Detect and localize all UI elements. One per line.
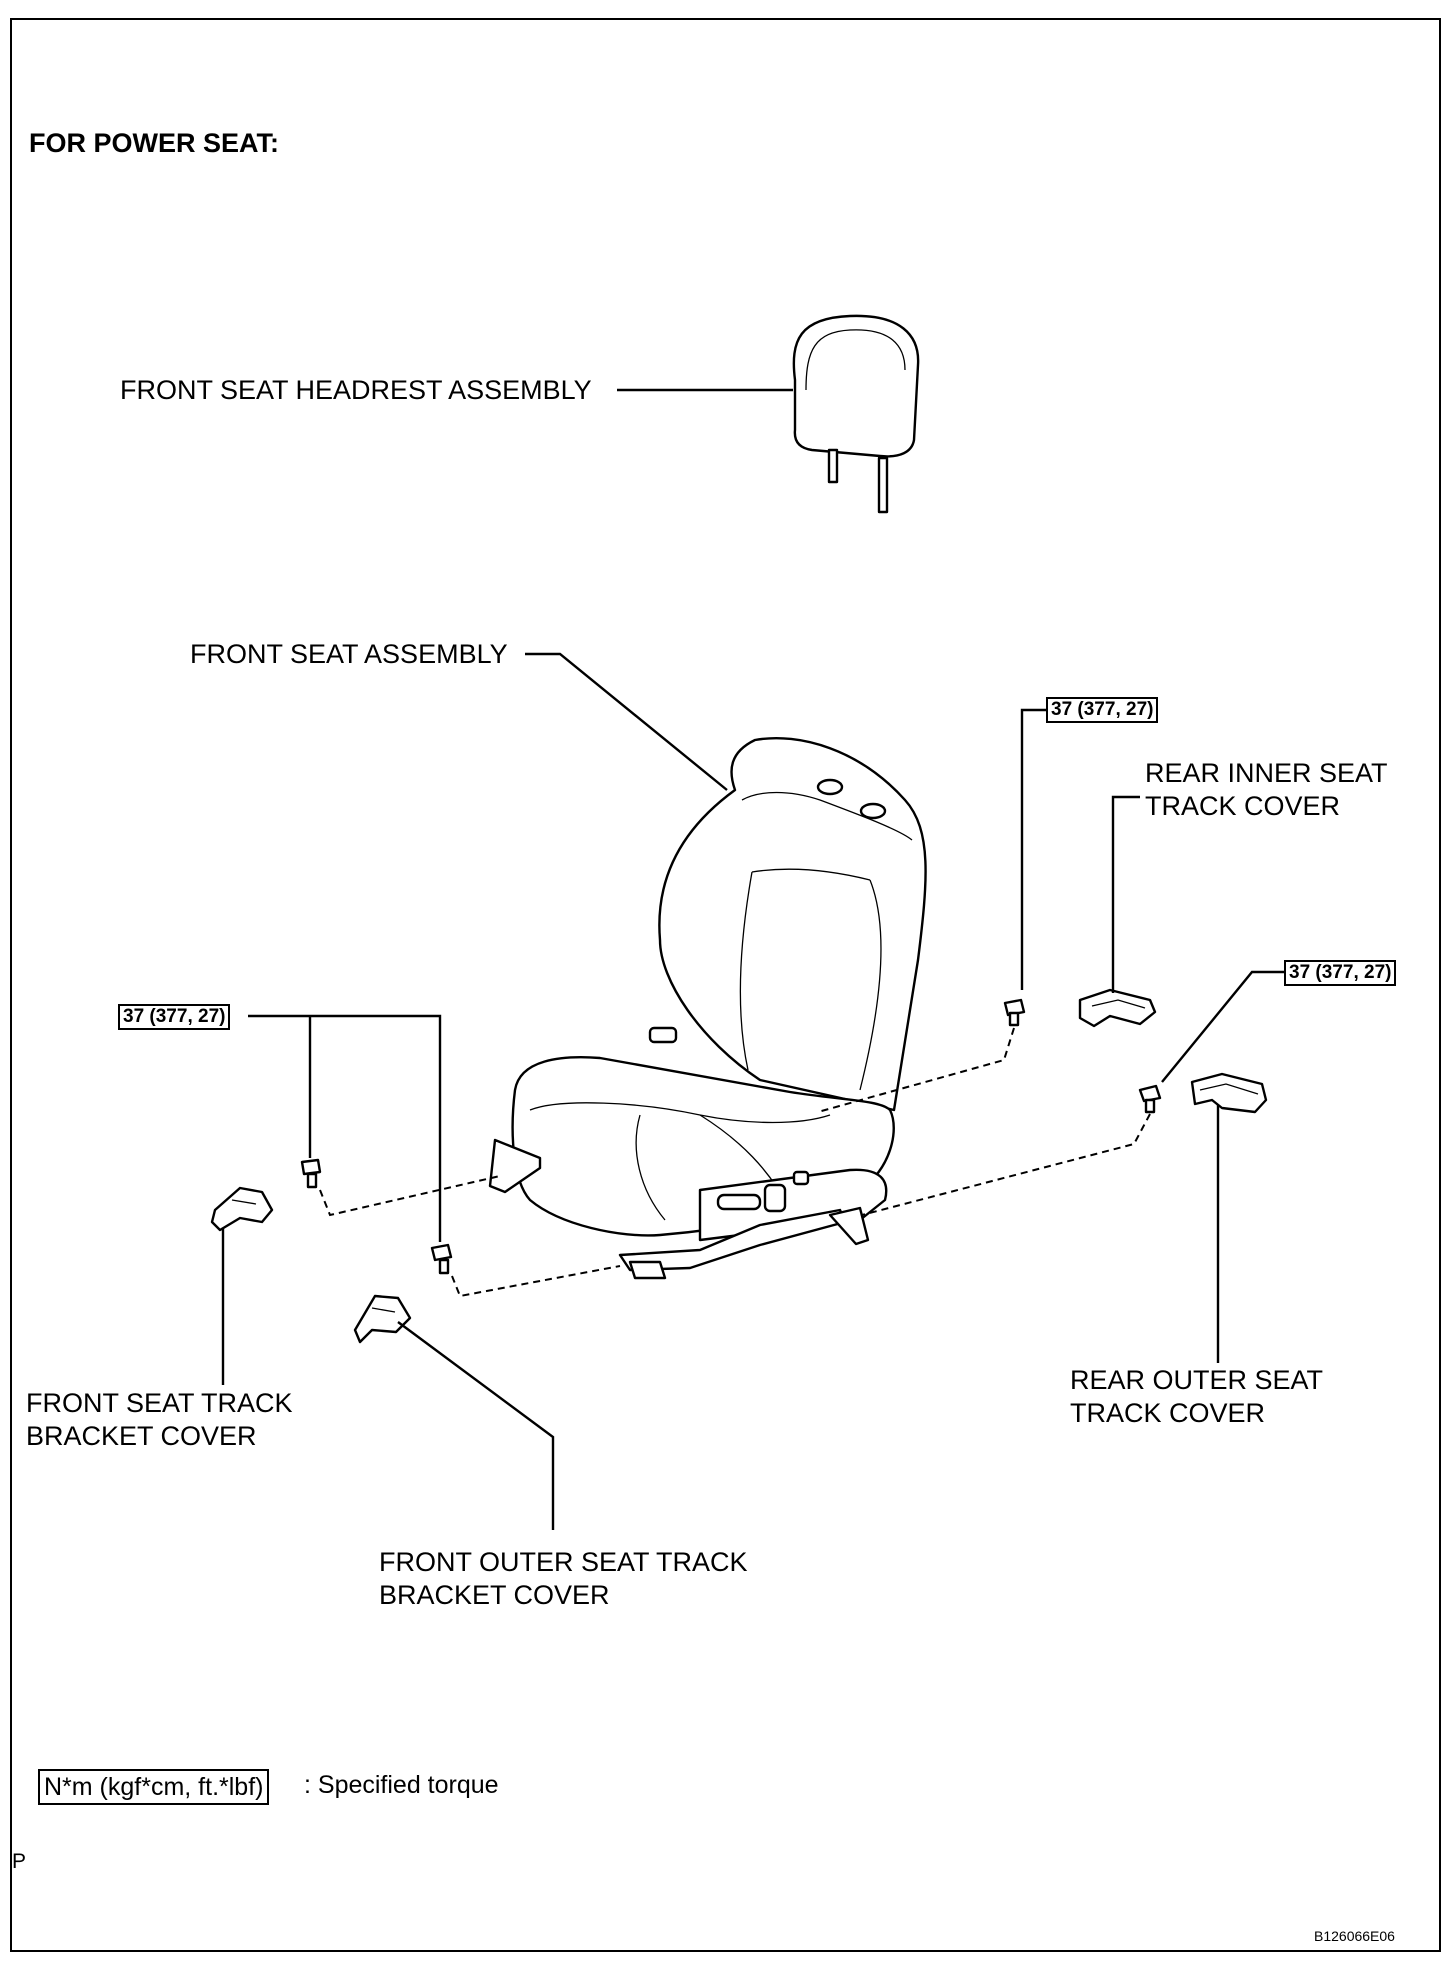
rear-outer-bolt-illustration bbox=[1138, 1084, 1162, 1114]
torque-unit-legend-box: N*m (kgf*cm, ft.*lbf) bbox=[38, 1769, 270, 1805]
rear-inner-cover-leader-line bbox=[1111, 795, 1140, 993]
front-outer-label-line-1: FRONT OUTER SEAT TRACK bbox=[379, 1547, 748, 1577]
rear-outer-track-cover-label: REAR OUTER SEAT TRACK COVER bbox=[1070, 1364, 1323, 1430]
headrest-label: FRONT SEAT HEADREST ASSEMBLY bbox=[120, 375, 592, 405]
rear-outer-label-line-1: REAR OUTER SEAT bbox=[1070, 1365, 1324, 1395]
front-bracket-label-line-1: FRONT SEAT TRACK bbox=[26, 1388, 293, 1418]
rear-outer-bolt-dashed-path bbox=[861, 1113, 1151, 1216]
front-seat-track-bracket-cover-label: FRONT SEAT TRACK BRACKET COVER bbox=[26, 1387, 293, 1453]
rear-outer-bolt-torque-leader bbox=[1161, 970, 1287, 1083]
rear-outer-bolt-torque-box: 37 (377, 27) bbox=[1284, 960, 1397, 986]
front-outer-bracket-cover-illustration bbox=[353, 1294, 412, 1344]
rear-inner-bolt-dashed-path bbox=[817, 1027, 1015, 1113]
rear-inner-track-cover-label: REAR INNER SEAT TRACK COVER bbox=[1145, 757, 1388, 823]
page-title: FOR POWER SEAT: bbox=[29, 128, 280, 158]
rear-inner-bolt-torque-box: 37 (377, 27) bbox=[1046, 697, 1159, 723]
front-bolt-b-illustration bbox=[430, 1243, 453, 1275]
rear-inner-label-line-1: REAR INNER SEAT bbox=[1145, 758, 1388, 788]
front-bracket-label-line-2: BRACKET COVER bbox=[26, 1421, 257, 1451]
seat-label: FRONT SEAT ASSEMBLY bbox=[190, 639, 508, 669]
torque-legend-text: : Specified torque bbox=[304, 1771, 499, 1799]
rear-outer-track-cover-illustration bbox=[1190, 1072, 1268, 1114]
front-bolt-a-dashed-path bbox=[319, 1175, 501, 1217]
front-seat-track-bracket-cover-illustration bbox=[210, 1186, 274, 1232]
front-outer-cover-leader-line bbox=[397, 1321, 555, 1530]
front-bolt-a-illustration bbox=[300, 1158, 322, 1189]
rear-inner-bolt-illustration bbox=[1003, 998, 1026, 1027]
rear-inner-track-cover-illustration bbox=[1078, 988, 1157, 1028]
figure-code: B126066E06 bbox=[1314, 1928, 1395, 1944]
front-bolts-torque-leader bbox=[248, 1014, 442, 1242]
rear-outer-label-line-2: TRACK COVER bbox=[1070, 1398, 1266, 1428]
front-outer-seat-track-bracket-cover-label: FRONT OUTER SEAT TRACK BRACKET COVER bbox=[379, 1546, 748, 1612]
headrest-illustration bbox=[792, 314, 920, 514]
rear-inner-label-line-2: TRACK COVER bbox=[1145, 791, 1341, 821]
seat-illustration bbox=[488, 736, 927, 1280]
front-outer-label-line-2: BRACKET COVER bbox=[379, 1580, 610, 1610]
front-bolts-torque-box: 37 (377, 27) bbox=[118, 1004, 231, 1030]
rear-inner-bolt-torque-leader bbox=[1020, 708, 1050, 990]
front-bolt-b-dashed-path bbox=[451, 1265, 621, 1298]
page-corner-mark: P bbox=[12, 1850, 27, 1873]
seat-leader-line bbox=[525, 652, 728, 791]
